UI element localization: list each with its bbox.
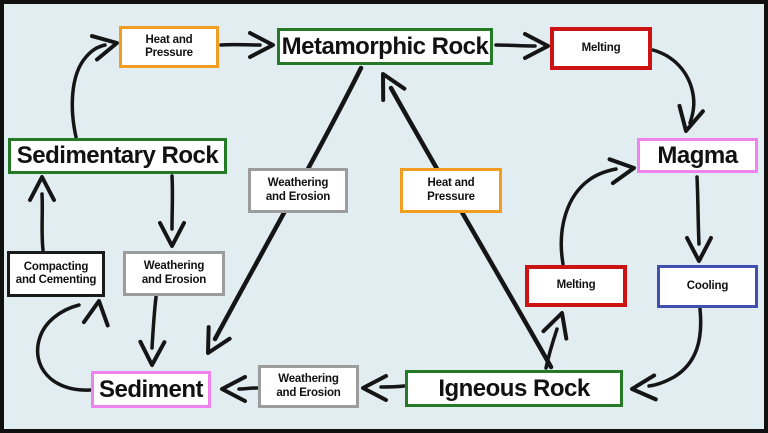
node-igneous-rock: Igneous Rock [405, 370, 623, 407]
arrow-sedimentary-to-heat-pressure [70, 34, 119, 139]
arrow-melting-bottom-to-magma [559, 157, 636, 266]
process-melting-bottom: Melting [525, 265, 627, 307]
process-melting-top: Melting [550, 27, 652, 70]
arrow-igneous-to-weathering-bottom [361, 374, 406, 402]
arrow-sedimentary-to-weathering-left [158, 174, 186, 248]
process-compacting-cementing: Compacting and Cementing [7, 251, 105, 297]
process-label-line2: and Erosion [141, 273, 207, 286]
process-label-line2: and Erosion [276, 386, 341, 399]
process-weathering-bottom: Weathering and Erosion [258, 365, 359, 408]
node-label: Metamorphic Rock [281, 32, 489, 60]
process-cooling: Cooling [657, 265, 758, 308]
node-label: Igneous Rock [438, 374, 590, 402]
node-label: Sediment [98, 375, 204, 403]
process-heat-pressure-center: Heat and Pressure [400, 168, 502, 213]
process-label-line2: and Erosion [265, 190, 331, 203]
arrow-heat-pressure-to-metamorphic [219, 31, 275, 59]
arrow-compacting-to-sedimentary [28, 175, 56, 252]
process-label: Cooling [686, 279, 729, 292]
node-magma: Magma [637, 138, 758, 173]
process-label-line2: Pressure [145, 47, 193, 59]
arrow-metamorphic-to-melting [494, 32, 550, 60]
arrow-igneous-to-metamorphic [381, 72, 554, 370]
node-sediment: Sediment [91, 371, 211, 408]
arrow-cooling-to-igneous [630, 307, 703, 402]
process-label-line1: Weathering [143, 260, 205, 273]
process-heat-pressure-top: Heat and Pressure [119, 26, 219, 68]
process-label: Melting [581, 41, 621, 54]
process-label-line1: Heat and [145, 33, 193, 46]
node-label: Sedimentary Rock [16, 142, 219, 169]
arrow-sediment-to-compacting [35, 299, 110, 392]
process-weathering-left: Weathering and Erosion [123, 251, 225, 296]
arrow-igneous-to-melting-bottom [541, 311, 569, 370]
arrow-melting-to-magma [651, 48, 705, 133]
process-label-line1: Weathering [278, 373, 339, 386]
process-label-line1: Weathering [267, 177, 329, 190]
node-sedimentary-rock: Sedimentary Rock [8, 138, 227, 174]
process-label-line1: Compacting [23, 260, 89, 273]
node-metamorphic-rock: Metamorphic Rock [277, 28, 493, 65]
arrow-weathering-bottom-to-sediment [220, 375, 259, 403]
arrow-weathering-left-to-sediment [138, 295, 167, 367]
arrow-magma-to-cooling [685, 175, 713, 263]
process-label-line2: and Cementing [15, 274, 97, 286]
process-label: Melting [556, 279, 596, 292]
process-weathering-center: Weathering and Erosion [248, 168, 348, 213]
process-label-line1: Heat and [427, 177, 475, 190]
process-label-line2: Pressure [427, 190, 475, 203]
arrow-metamorphic-to-sediment [206, 65, 364, 355]
node-label: Magma [657, 141, 738, 169]
